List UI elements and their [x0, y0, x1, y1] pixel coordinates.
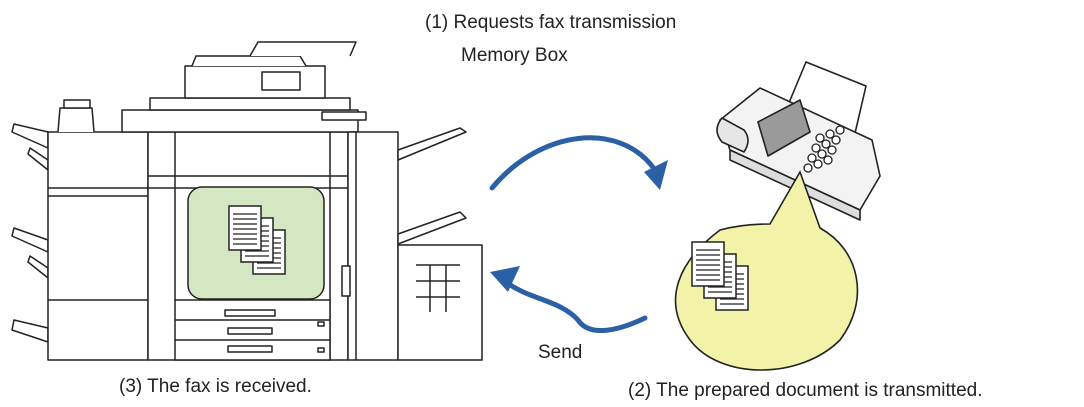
memory-box-label: Memory Box: [461, 45, 568, 66]
request-arrow: [489, 135, 658, 191]
send-label: Send: [538, 342, 583, 363]
step1-label: (1) Requests fax transmission: [425, 12, 677, 33]
send-arrow-head: [490, 266, 520, 292]
step2-label: (2) The prepared document is transmitted…: [628, 380, 983, 401]
step3-label: (3) The fax is received.: [119, 376, 312, 397]
send-arrow: [503, 279, 648, 334]
document-bubble: [674, 170, 859, 371]
request-arrow-head: [644, 160, 668, 190]
